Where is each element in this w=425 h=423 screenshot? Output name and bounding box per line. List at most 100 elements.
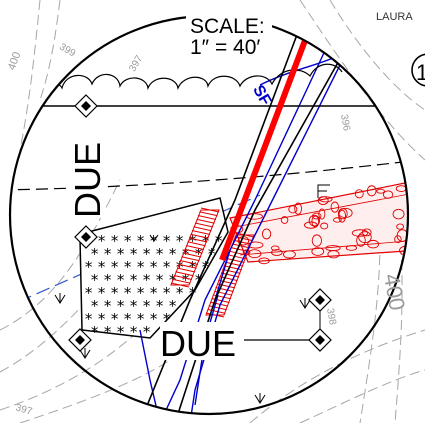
hatch-stroke — [229, 250, 248, 256]
asterisk-hatch-icon: * — [215, 232, 223, 250]
asterisk-hatch-icon: * — [104, 271, 112, 289]
hatch-stroke — [191, 230, 211, 235]
asterisk-hatch-icon: * — [143, 323, 151, 341]
diamond-marker-icon — [308, 328, 332, 352]
asterisk-hatch-icon: * — [117, 245, 125, 263]
asterisk-hatch-icon: * — [176, 232, 184, 250]
asterisk-hatch-icon: * — [137, 258, 145, 276]
asterisk-hatch-icon: * — [91, 323, 99, 341]
asterisk-hatch-icon: * — [189, 232, 197, 250]
centerline-red — [219, 20, 315, 262]
stone-symbol — [361, 228, 372, 237]
hatch-outline — [170, 209, 220, 286]
hatch-stroke — [188, 237, 208, 243]
stone-symbol — [258, 257, 270, 265]
hatch-stroke — [181, 256, 200, 262]
hatch-stroke — [233, 239, 252, 245]
hatch-stroke — [175, 271, 194, 277]
asterisk-hatch-icon: * — [176, 284, 184, 302]
asterisk-hatch-icon: * — [85, 258, 93, 276]
hatch-stroke — [172, 278, 191, 284]
asterisk-hatch-icon: * — [91, 297, 99, 315]
shrub-line-icon — [54, 234, 311, 404]
asterisk-hatch-area: ****************************************… — [79, 197, 229, 341]
stone-symbol — [327, 250, 340, 259]
stone-symbol — [311, 234, 323, 247]
stone-symbol — [311, 212, 322, 220]
hatch-stroke — [219, 276, 238, 282]
diamond-marker-icon — [74, 94, 98, 118]
hatch-stroke — [207, 308, 226, 314]
hatch-stroke — [231, 243, 251, 249]
hatch-stroke — [179, 260, 199, 265]
stone-symbol — [338, 209, 347, 223]
asterisk-hatch-icon: * — [111, 258, 119, 276]
stone-symbol — [288, 205, 298, 214]
asterisk-hatch-icon: * — [111, 310, 119, 328]
contour-label-397-upper: 397 — [127, 53, 145, 73]
asterisk-hatch-icon: * — [130, 271, 138, 289]
stone-symbol — [392, 208, 405, 220]
circle-marker-text: 1 — [416, 60, 425, 85]
asterisk-hatch-icon: * — [156, 245, 164, 263]
asterisk-hatch-icon: * — [156, 271, 164, 289]
hatch-stroke — [234, 236, 253, 242]
stone-construction-entrance — [229, 179, 422, 265]
asterisk-hatch-icon: * — [98, 258, 106, 276]
stone-symbol — [247, 241, 264, 249]
hatch-stroke — [211, 297, 230, 303]
dashed-easement-line — [10, 159, 408, 191]
asterisk-hatch-icon: * — [143, 297, 151, 315]
asterisk-hatch-icon: * — [163, 310, 171, 328]
hatch-stroke — [199, 211, 218, 217]
hatch-stroke — [190, 233, 209, 239]
asterisk-hatch-icon: * — [117, 271, 125, 289]
asterisk-hatch-icon: * — [117, 323, 125, 341]
hatch-stroke — [185, 245, 205, 250]
stone-symbol — [333, 217, 342, 223]
hatch-stroke — [193, 226, 212, 232]
stone-symbol — [311, 247, 325, 256]
asterisk-hatch-icon: * — [85, 310, 93, 328]
stone-symbol — [318, 208, 326, 220]
asterisk-hatch-icon: * — [124, 258, 132, 276]
contour-label-398: 398 — [324, 307, 338, 326]
stone-symbol — [280, 216, 289, 224]
hatch-stroke — [230, 247, 249, 253]
hatch-outline — [205, 234, 255, 316]
hatch-stroke — [222, 268, 241, 274]
stone-symbol — [409, 222, 422, 229]
due-label-vertical: DUE — [67, 142, 108, 218]
hatch-stroke — [220, 272, 240, 278]
asterisk-hatch-icon: * — [176, 258, 184, 276]
contour-label-396: 396 — [338, 113, 352, 132]
contour-label-400-lower: 400 — [379, 272, 410, 313]
asterisk-hatch-icon: * — [98, 284, 106, 302]
stone-symbol — [356, 234, 366, 247]
asterisk-hatch-icon: * — [202, 258, 210, 276]
asterisk-hatch-icon: * — [124, 310, 132, 328]
asterisk-hatch-icon: * — [208, 245, 216, 263]
asterisk-hatch-icon: * — [156, 297, 164, 315]
asterisk-hatch-icon: * — [137, 310, 145, 328]
asterisk-hatch-icon: * — [195, 245, 203, 263]
asterisk-hatch-icon: * — [150, 284, 158, 302]
asterisk-hatch-icon: * — [202, 232, 210, 250]
scale-value: 1″ = 40′ — [190, 36, 260, 59]
asterisk-hatch-icon: * — [130, 323, 138, 341]
circle-marker-partial — [411, 53, 425, 87]
hatch-stroke — [197, 215, 217, 220]
asterisk-hatch-icon: * — [111, 232, 119, 250]
asterisk-hatch-icon: * — [169, 245, 177, 263]
asterisk-hatch-icon: * — [117, 297, 125, 315]
stone-symbol — [409, 219, 415, 226]
hatch-stroke — [187, 241, 206, 247]
asterisk-hatch-icon: * — [143, 245, 151, 263]
contour-label-397-lower: 397 — [14, 403, 33, 418]
asterisk-hatch-icon: * — [98, 232, 106, 250]
asterisk-hatch-icon: * — [85, 284, 93, 302]
asterisk-hatch-icon: * — [124, 232, 132, 250]
hatch-stroke — [194, 222, 214, 228]
hatch-stroke — [178, 263, 197, 269]
